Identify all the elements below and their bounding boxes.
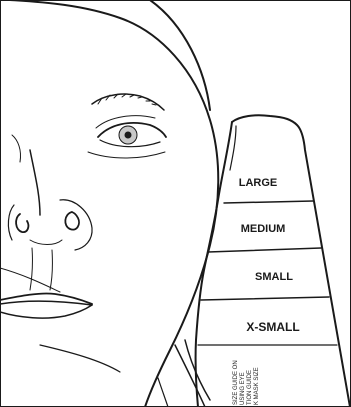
lip-line <box>0 301 92 305</box>
pupil <box>125 132 132 139</box>
divider-small-xsmall <box>201 297 329 300</box>
philtrum-right <box>50 250 52 290</box>
guide-line-3: TION GUIDE <box>247 370 253 405</box>
under-eye-line <box>88 152 165 158</box>
size-label-small: SMALL <box>255 271 293 283</box>
neck-line <box>175 345 205 407</box>
gauge-card-left-edge <box>196 122 232 407</box>
guide-instructions: SIZE GUIDE ON USING EYE TION GUIDE K MAS… <box>233 360 260 405</box>
nostril-left <box>16 214 28 232</box>
guide-line-4: K MASK SIZE <box>254 367 260 405</box>
guide-line-2: USING EYE <box>240 372 246 405</box>
eyebrow <box>92 94 164 110</box>
divider-medium-small <box>208 248 321 252</box>
collar-line <box>158 378 168 407</box>
hair-contour <box>150 0 210 110</box>
size-label-large: LARGE <box>239 177 278 189</box>
lower-lip <box>0 305 92 318</box>
size-label-medium: MEDIUM <box>241 223 286 235</box>
guide-line-1: SIZE GUIDE ON <box>233 360 239 405</box>
eyebrow-detail <box>98 94 156 105</box>
nose-wing-right <box>60 200 92 250</box>
nose-tip <box>30 240 62 245</box>
chin-contour <box>40 345 120 372</box>
nostril-right <box>65 212 79 230</box>
size-label-x-small: X-SMALL <box>246 320 299 334</box>
gauge-card-outline <box>232 115 350 407</box>
nose-bridge <box>30 150 40 215</box>
divider-large-medium <box>224 201 313 203</box>
philtrum-left <box>30 248 32 290</box>
far-eye-contour <box>12 135 21 162</box>
nose-wing-left <box>8 205 14 240</box>
